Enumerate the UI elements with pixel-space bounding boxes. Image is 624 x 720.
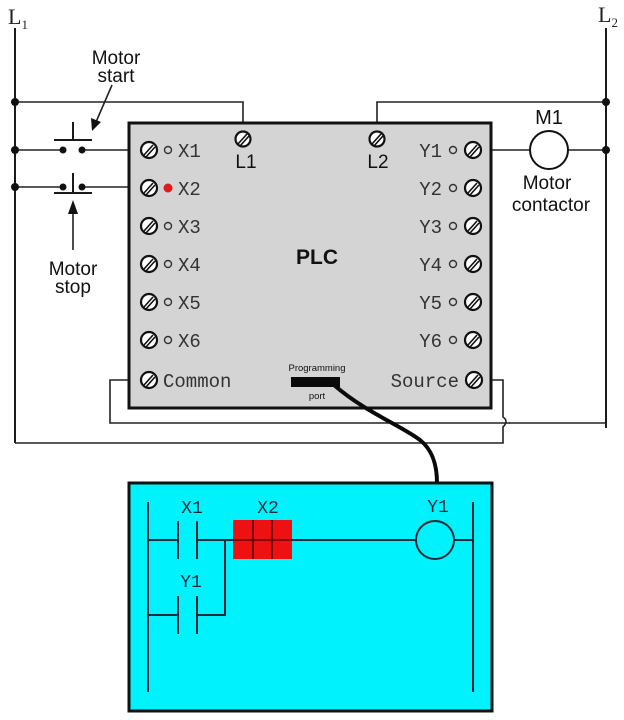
output-terminal-y6[interactable]: Y6 <box>419 330 483 353</box>
output-led-off-icon <box>448 259 458 269</box>
contact-x2-highlighted[interactable] <box>233 520 292 559</box>
plc-body <box>127 121 493 410</box>
output-led-off-icon <box>448 335 458 345</box>
input-led-off-icon <box>163 297 173 307</box>
wire-common-loop <box>109 379 510 424</box>
terminal-l1[interactable] <box>234 130 252 148</box>
output-led-off-icon <box>448 297 458 307</box>
input-led-off-icon <box>163 259 173 269</box>
start-label-line2: start <box>98 66 136 87</box>
input-label: X6 <box>178 331 201 353</box>
motor-contactor-coil-icon[interactable] <box>529 130 569 170</box>
ladder-seal-in-label: Y1 <box>180 573 202 593</box>
output-terminal-y3[interactable]: Y3 <box>419 216 483 239</box>
terminal-common[interactable] <box>139 370 159 390</box>
programming-port-label-bottom: port <box>309 391 326 402</box>
arrow-head-icon <box>91 118 101 131</box>
output-terminal-y1[interactable]: Y1 <box>419 140 483 163</box>
input-terminal-x5[interactable]: X5 <box>139 292 201 315</box>
stop-pushbutton-icon[interactable] <box>54 173 92 194</box>
output-label: Y1 <box>419 141 442 163</box>
ladder-coil-label: Y1 <box>427 498 449 518</box>
input-led-on-icon <box>163 183 173 193</box>
input-label: X5 <box>178 293 201 315</box>
input-led-off-icon <box>163 221 173 231</box>
start-label-line1: Motor <box>92 48 141 69</box>
output-label: Y6 <box>419 331 442 353</box>
output-led-off-icon <box>448 221 458 231</box>
input-label: X2 <box>178 179 201 201</box>
wire-source-loop <box>15 379 507 444</box>
terminal-l2[interactable] <box>368 130 386 148</box>
source-label: Source <box>391 371 459 393</box>
wire-source-l2 <box>509 422 607 428</box>
ladder-x2-label: X2 <box>257 499 279 519</box>
ladder-diagram: X1 X2 Y1 Y1 <box>147 498 474 692</box>
input-label: X1 <box>178 141 201 163</box>
output-terminal-y2[interactable]: Y2 <box>419 178 483 201</box>
input-led-off-icon <box>163 335 173 345</box>
start-pushbutton-icon[interactable] <box>54 122 92 141</box>
junction-node <box>602 146 610 154</box>
contact-terminal <box>78 183 86 191</box>
rail-l2-label: L2 <box>598 2 618 30</box>
input-terminal-x6[interactable]: X6 <box>139 330 201 353</box>
contact-terminal <box>59 146 67 154</box>
output-label: Y2 <box>419 179 442 201</box>
input-led-off-icon <box>163 145 173 155</box>
stop-label-line2: stop <box>55 277 91 298</box>
contact-terminal <box>78 146 86 154</box>
input-terminal-x3[interactable]: X3 <box>139 216 201 239</box>
ladder-x1-label: X1 <box>181 499 203 519</box>
arrow-start <box>95 84 113 123</box>
arrow-head-icon <box>68 200 78 214</box>
output-led-off-icon <box>448 183 458 193</box>
terminal-l1-label: L1 <box>235 152 256 173</box>
output-label: Y4 <box>419 255 442 277</box>
junction-node <box>602 98 610 106</box>
junction-node <box>11 146 19 154</box>
input-label: X3 <box>178 217 201 239</box>
junction-node <box>11 183 19 191</box>
terminal-source[interactable] <box>464 370 484 390</box>
input-label: X4 <box>178 255 201 277</box>
junction-node <box>11 98 19 106</box>
input-terminal-x4[interactable]: X4 <box>139 254 201 277</box>
contactor-label-line1: Motor <box>523 173 572 194</box>
contactor-label-line2: contactor <box>512 195 591 216</box>
programming-port[interactable] <box>291 377 340 387</box>
m1-tag: M1 <box>535 107 563 129</box>
stop-label-line1: Motor <box>49 259 98 280</box>
common-label: Common <box>163 371 231 393</box>
output-label: Y3 <box>419 217 442 239</box>
input-terminal-x2[interactable]: X2 <box>139 178 201 201</box>
contact-terminal <box>59 183 67 191</box>
programming-port-label-top: Programming <box>288 363 345 374</box>
input-terminal-x1[interactable]: X1 <box>139 140 201 163</box>
output-led-off-icon <box>448 145 458 155</box>
terminal-l2-label: L2 <box>367 152 388 173</box>
output-label: Y5 <box>419 293 442 315</box>
programming-cable <box>332 383 439 484</box>
output-terminal-y5[interactable]: Y5 <box>419 292 483 315</box>
rail-l1-label: L1 <box>8 4 28 32</box>
plc-title: PLC <box>296 246 338 269</box>
output-terminal-y4[interactable]: Y4 <box>419 254 483 277</box>
